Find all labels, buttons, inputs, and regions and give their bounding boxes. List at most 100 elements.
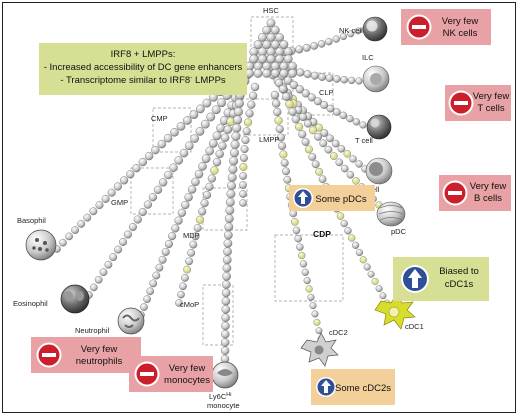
lineage-bead bbox=[291, 218, 299, 226]
lineage-bead bbox=[371, 277, 379, 285]
irf8-box-bg bbox=[39, 43, 247, 95]
lineage-bead bbox=[239, 172, 247, 180]
lmpp-label: LMPP bbox=[259, 135, 279, 144]
lineage-bead bbox=[339, 32, 348, 41]
lineage-bead bbox=[248, 91, 258, 100]
lineage-bead bbox=[177, 290, 185, 299]
lineage-bead bbox=[181, 274, 189, 282]
lineage-bead bbox=[275, 124, 284, 134]
hsc-bead bbox=[262, 25, 272, 35]
lineage-bead bbox=[94, 275, 103, 284]
lineage-bead bbox=[346, 114, 354, 123]
lineage-bead bbox=[307, 293, 315, 301]
no-entry-icon bbox=[442, 180, 468, 206]
lineage-bead bbox=[59, 238, 67, 247]
lineage-bead bbox=[195, 215, 204, 224]
lineage-bead bbox=[233, 115, 243, 125]
lineage-bead bbox=[71, 226, 79, 234]
lineage-bead bbox=[179, 148, 189, 158]
neutrophil-icon bbox=[117, 307, 145, 335]
lineage-bead bbox=[276, 133, 285, 142]
lineage-bead bbox=[283, 175, 292, 184]
lineage-bead bbox=[138, 157, 147, 167]
cmop-compartment bbox=[202, 284, 234, 346]
lineage-bead bbox=[348, 234, 356, 242]
lineage-bead bbox=[194, 169, 204, 179]
callout-nk-line2: NK cells bbox=[443, 28, 478, 39]
lineage-bead bbox=[153, 185, 163, 194]
lineage-bead bbox=[307, 93, 316, 102]
lineage-bead bbox=[340, 75, 348, 84]
lineage-bead bbox=[196, 104, 205, 114]
no-entry-icon bbox=[36, 342, 62, 368]
lineage-bead bbox=[151, 145, 160, 155]
lineage-bead bbox=[359, 256, 367, 264]
lineage-bead bbox=[157, 139, 167, 149]
lineage-bead bbox=[291, 115, 300, 124]
lineage-bead bbox=[313, 97, 322, 106]
lineage-bead bbox=[288, 107, 297, 116]
lineage-bead bbox=[169, 163, 178, 172]
lineage-bead bbox=[168, 232, 177, 241]
cdc2-icon bbox=[300, 332, 339, 367]
lineage-bead bbox=[315, 327, 323, 335]
lineage-bead bbox=[101, 194, 110, 203]
lineage-bead bbox=[239, 190, 247, 198]
lineage-bead bbox=[296, 68, 305, 77]
lineage-bead bbox=[200, 199, 209, 208]
hsc-bead bbox=[257, 33, 267, 42]
lineage-bead bbox=[298, 112, 308, 122]
lineage-bead bbox=[201, 154, 211, 164]
lineage-bead bbox=[193, 223, 202, 232]
hsc-bead bbox=[270, 69, 280, 78]
lineage-bead bbox=[198, 207, 207, 216]
lineage-bead bbox=[272, 99, 281, 108]
lineage-bead bbox=[65, 232, 73, 241]
lineage-bead bbox=[191, 232, 200, 241]
lineage-bead bbox=[161, 247, 170, 256]
monocyte-label-line2: monocyte bbox=[207, 401, 240, 410]
cmop-label: cMoP bbox=[180, 300, 199, 309]
callout-cdc1-line1: Biased to bbox=[439, 266, 479, 277]
no-entry-icon bbox=[406, 14, 432, 40]
lineage-bead bbox=[210, 166, 219, 175]
lineage-bead bbox=[174, 216, 183, 225]
lineage-bead bbox=[140, 303, 148, 311]
lineage-bead bbox=[296, 243, 304, 251]
lineage-bead bbox=[230, 140, 240, 150]
lineage-bead bbox=[83, 213, 92, 222]
lineage-bead bbox=[318, 73, 327, 81]
lineage-bead bbox=[310, 71, 319, 80]
lineage-bead bbox=[221, 288, 231, 298]
hsc-label: HSC bbox=[263, 6, 279, 15]
lineage-bead bbox=[227, 173, 237, 182]
lineage-bead bbox=[352, 177, 360, 185]
lineage-bead bbox=[318, 175, 327, 184]
lineage-bead bbox=[163, 133, 173, 143]
lineage-bead bbox=[224, 214, 234, 224]
callout-b-line2: B cells bbox=[474, 193, 502, 204]
lineage-bead bbox=[229, 148, 239, 158]
lineage-bead bbox=[335, 158, 344, 167]
lineage-bead bbox=[205, 182, 214, 191]
lineage-bead bbox=[152, 271, 161, 280]
cdc2-label: cDC2 bbox=[329, 328, 348, 337]
lineage-bead bbox=[218, 141, 227, 151]
callout-monocytes-line2: monocytes bbox=[164, 375, 210, 386]
lineage-bead bbox=[315, 167, 323, 176]
lineage-bead bbox=[216, 123, 226, 133]
lineage-bead bbox=[343, 150, 352, 158]
lineage-bead bbox=[207, 174, 217, 183]
lineage-bead bbox=[223, 230, 233, 240]
hsc-bead bbox=[262, 40, 272, 49]
lineage-bead bbox=[337, 145, 346, 153]
lineage-bead bbox=[339, 111, 348, 120]
lineage-bead bbox=[295, 122, 304, 131]
lineage-bead bbox=[222, 255, 232, 265]
monocyte-icon bbox=[211, 361, 239, 389]
lineage-bead bbox=[158, 255, 167, 264]
lineage-bead bbox=[359, 121, 367, 129]
lineage-bead bbox=[310, 42, 319, 50]
up-arrow-icon bbox=[401, 265, 429, 293]
lineage-bead bbox=[179, 282, 187, 291]
